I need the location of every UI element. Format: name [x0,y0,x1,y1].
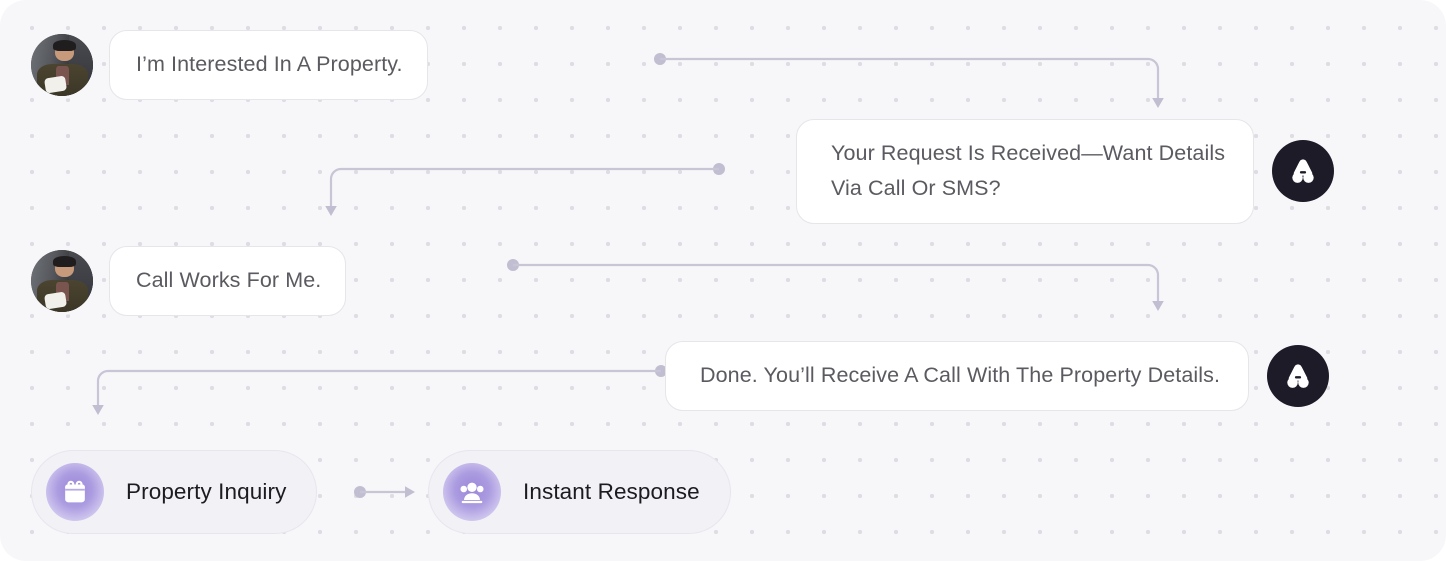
tag-label: Instant Response [523,479,700,504]
message-row-bot-1: Your Request Is Received—Want Details Vi… [796,119,1335,224]
connector-wire-3 [507,259,1164,311]
message-bubble-bot-1: Your Request Is Received—Want Details Vi… [796,119,1255,224]
avatar-hair [52,256,76,267]
message-bubble-user-2: Call Works For Me. [109,246,347,316]
connector-wire-5 [354,486,415,498]
avatar-hair [52,40,76,51]
users-group-icon-wrap [443,463,501,521]
brand-logo-icon [1292,159,1314,184]
bot-logo-avatar [1272,140,1335,203]
connector-wire-1 [654,53,1164,108]
tag-instant-response[interactable]: Instant Response [428,450,731,534]
message-bubble-user-1: I’m Interested In A Property. [109,30,428,100]
users-group-icon [460,482,484,504]
calendar-icon-wrap [46,463,104,521]
message-row-user-2: Call Works For Me. [31,246,347,316]
user-avatar-photo [31,249,93,312]
brand-logo-icon [1287,364,1309,388]
calendar-icon [65,480,85,503]
connector-wire-2 [325,163,725,216]
tag-property-inquiry[interactable]: Property Inquiry [31,450,318,534]
user-avatar-photo [31,33,93,96]
bot-logo-avatar [1267,344,1330,407]
message-row-bot-2: Done. You’ll Receive A Call With The Pro… [665,341,1330,411]
connector-wire-4 [92,365,667,415]
message-bubble-bot-2: Done. You’ll Receive A Call With The Pro… [665,341,1250,411]
message-row-user-1: I’m Interested In A Property. [31,30,428,100]
tag-label: Property Inquiry [126,479,287,504]
